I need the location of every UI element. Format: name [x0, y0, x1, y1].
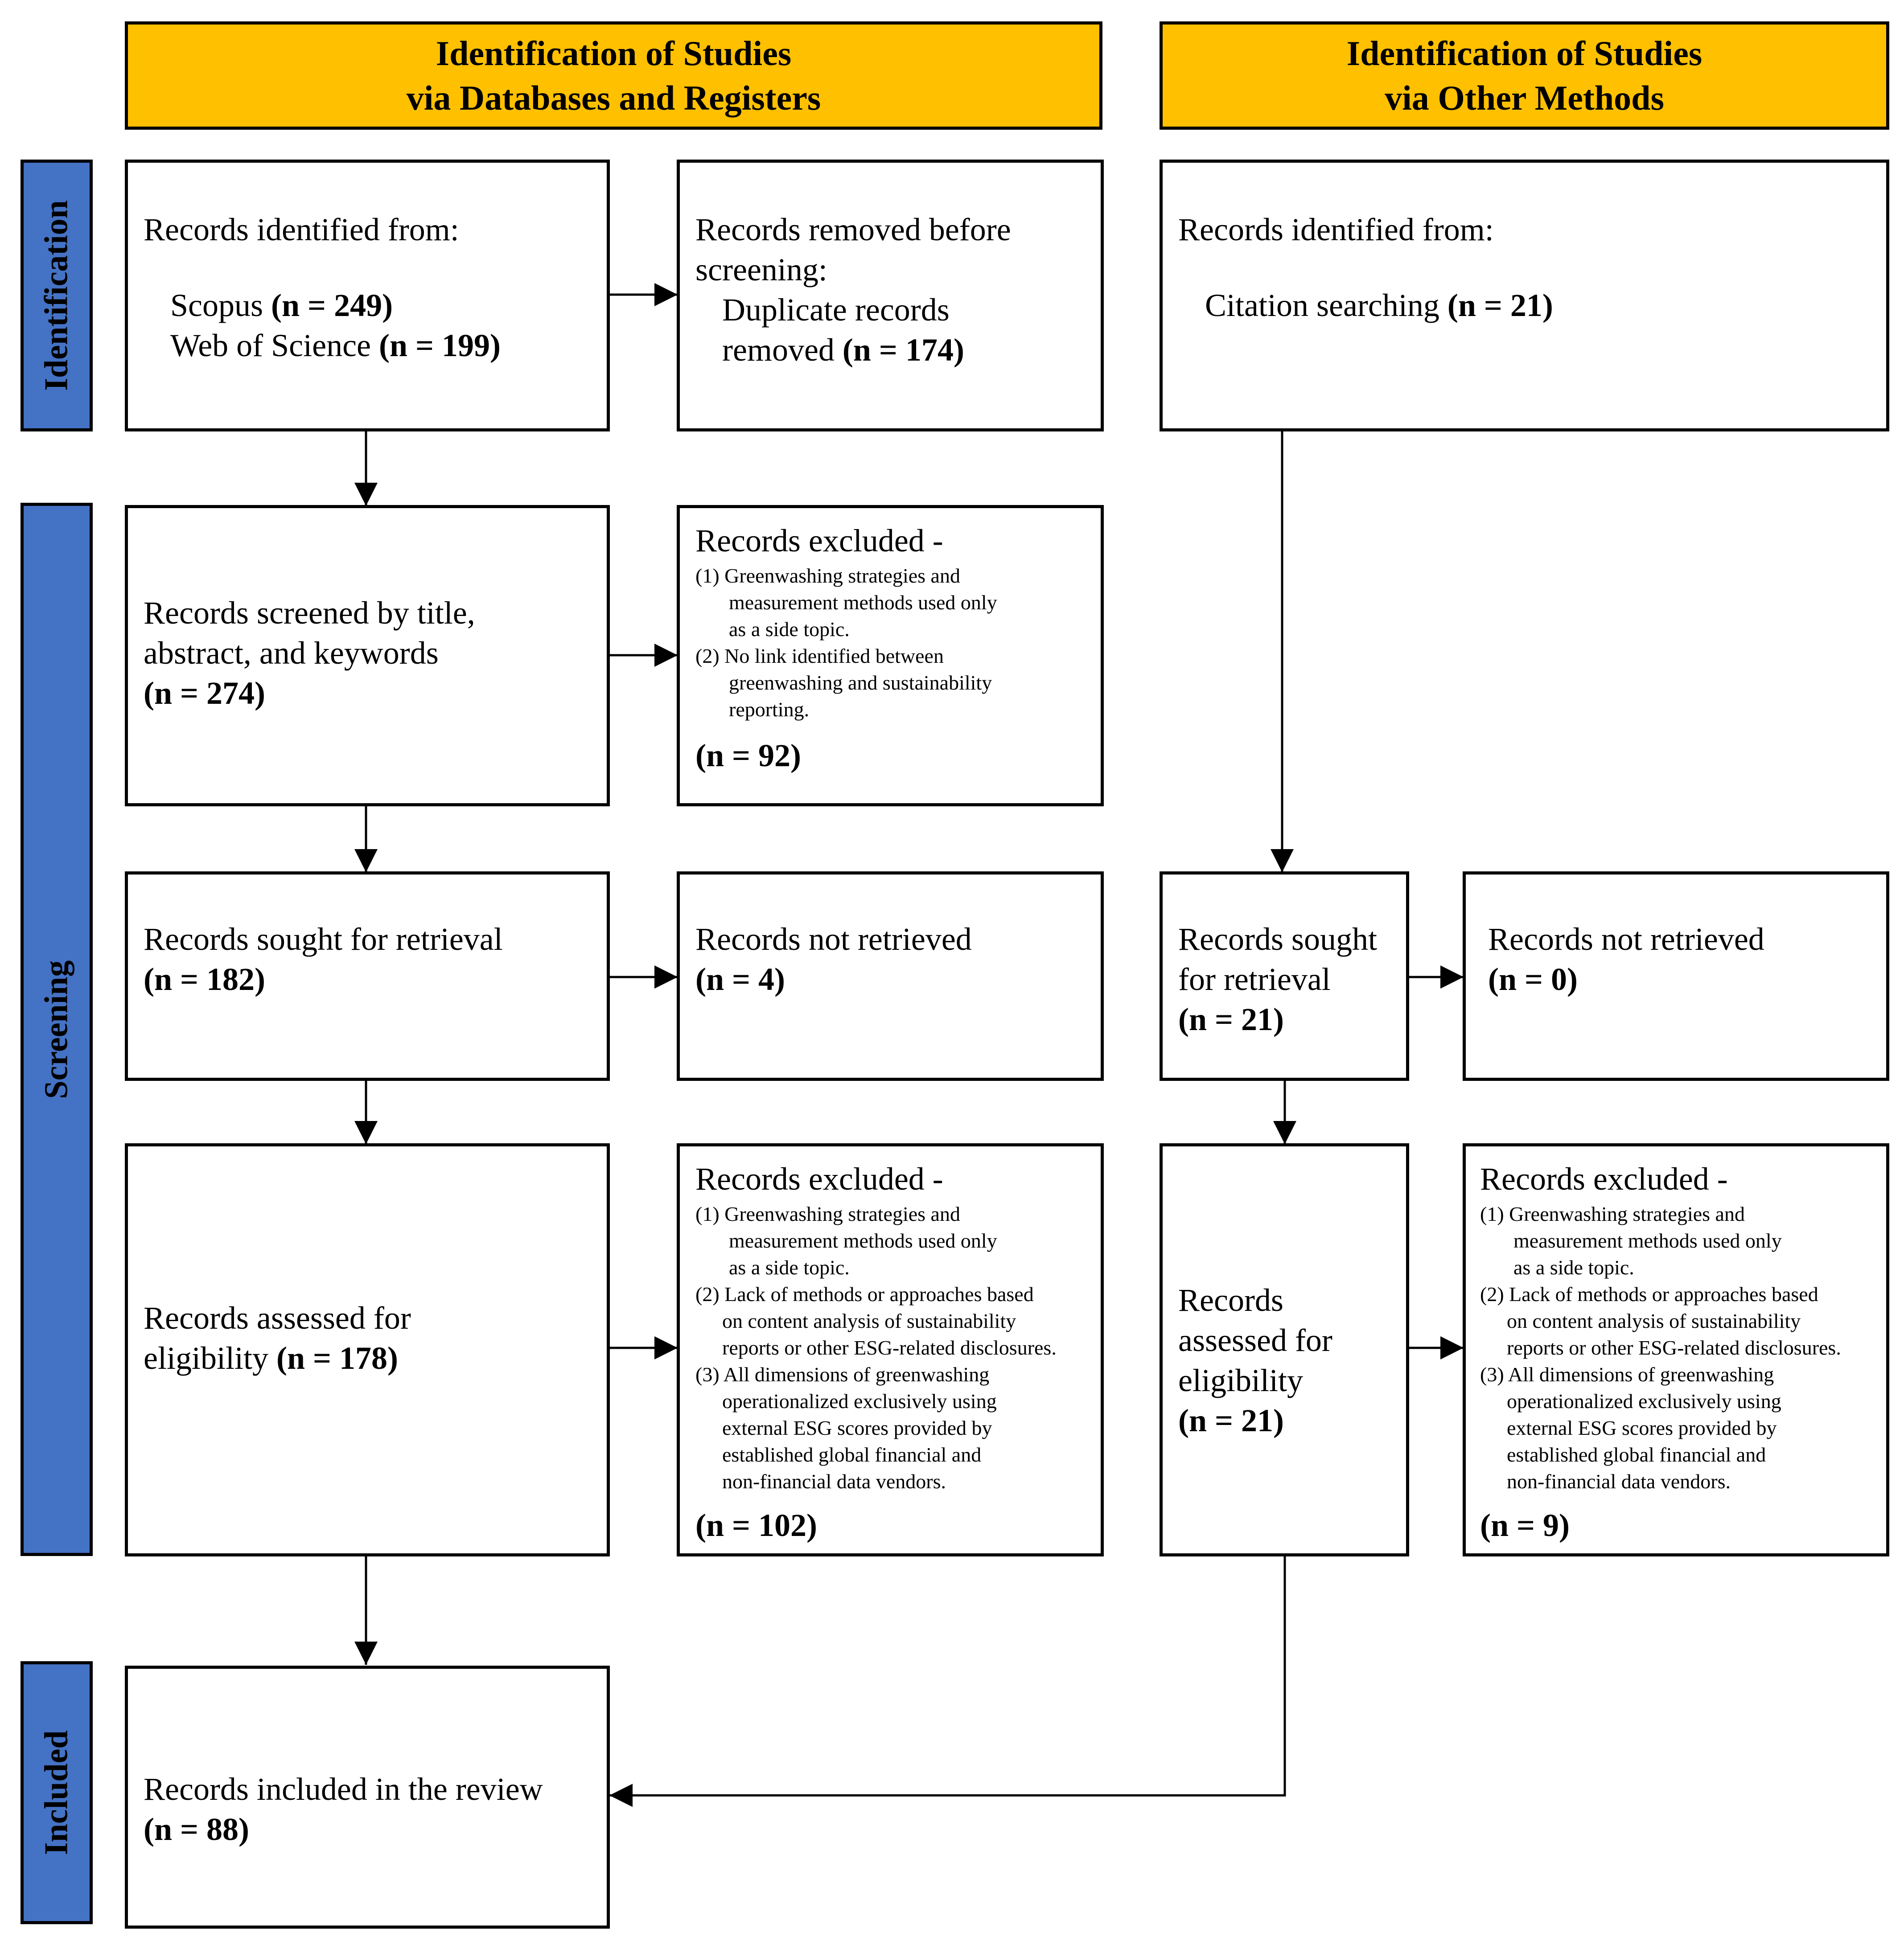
- phase-screening: Screening: [21, 503, 93, 1556]
- db-included-count: (n = 88): [144, 1811, 250, 1847]
- db-scopus-count: (n = 249): [271, 287, 393, 323]
- db-exscreen-count: (n = 92): [695, 738, 802, 773]
- other-exelig-item2-l1: (2) Lack of methods or approaches based: [1480, 1283, 1818, 1306]
- db-exscreen-item1-l3: as a side topic.: [729, 618, 850, 641]
- db-scopus-label: Scopus: [170, 287, 271, 323]
- db-exelig-item2-l3: reports or other ESG-related disclosures…: [722, 1336, 1057, 1359]
- other-exelig-item3-l3: external ESG scores provided by: [1507, 1417, 1777, 1439]
- other-exelig-count: (n = 9): [1480, 1507, 1570, 1543]
- db-exscreen-item1-l2: measurement methods used only: [729, 591, 997, 614]
- db-wos-label: Web of Science: [170, 328, 379, 363]
- db-wos-count: (n = 199): [379, 328, 501, 363]
- db-records-assessed-box: Records assessed for eligibility (n = 17…: [125, 1143, 610, 1556]
- db-identified-heading: Records identified from:: [144, 212, 459, 247]
- db-exscreen-item1-l1: (1) Greenwashing strategies and: [695, 564, 960, 587]
- db-records-included-box: Records included in the review (n = 88): [125, 1666, 610, 1929]
- other-exelig-item3-l5: non-financial data vendors.: [1507, 1470, 1731, 1493]
- db-removed-line4: removed: [722, 332, 843, 368]
- db-sought-line1: Records sought for retrieval: [144, 921, 503, 957]
- db-exelig-item3-l1: (3) All dimensions of greenwashing: [695, 1363, 990, 1386]
- db-exscreen-item2-l1: (2) No link identified between: [695, 645, 944, 667]
- db-included-line1: Records included in the review: [144, 1771, 543, 1807]
- other-identified-heading: Records identified from:: [1178, 212, 1494, 247]
- db-exelig-item1-l3: as a side topic.: [729, 1256, 850, 1279]
- db-exelig-item2-l2: on content analysis of sustainability: [722, 1310, 1016, 1332]
- db-records-sought-box: Records sought for retrieval (n = 182): [125, 871, 610, 1081]
- other-records-assessed-box: Records assessed for eligibility (n = 21…: [1160, 1143, 1409, 1556]
- other-citation-label: Citation searching: [1205, 287, 1448, 323]
- other-assessed-line3: eligibility: [1178, 1363, 1303, 1398]
- db-records-identified-box: Records identified from: Scopus (n = 249…: [125, 160, 610, 431]
- db-assessed-line1: Records assessed for: [144, 1300, 411, 1336]
- other-sought-line2: for retrieval: [1178, 961, 1331, 997]
- db-screened-count: (n = 274): [144, 675, 266, 711]
- other-citation-count: (n = 21): [1447, 287, 1553, 323]
- other-sought-count: (n = 21): [1178, 1002, 1284, 1037]
- other-records-identified-box: Records identified from: Citation search…: [1160, 160, 1889, 431]
- header-other-line1: Identification of Studies: [1346, 33, 1702, 73]
- db-records-excluded-screen-box: Records excluded - (1) Greenwashing stra…: [677, 505, 1104, 806]
- other-records-excluded-elig-box: Records excluded - (1) Greenwashing stra…: [1463, 1143, 1889, 1556]
- db-exelig-item1-l1: (1) Greenwashing strategies and: [695, 1203, 960, 1225]
- other-exelig-item1-l3: as a side topic.: [1513, 1256, 1634, 1279]
- phase-identification: Identification: [21, 160, 93, 431]
- phase-screening-label: Screening: [38, 960, 75, 1099]
- other-exelig-item3-l1: (3) All dimensions of greenwashing: [1480, 1363, 1774, 1386]
- other-exelig-item3-l2: operationalized exclusively using: [1507, 1390, 1781, 1412]
- other-sought-line1: Records sought: [1178, 921, 1377, 957]
- other-exelig-item2-l2: on content analysis of sustainability: [1507, 1310, 1801, 1332]
- db-screened-line1: Records screened by title,: [144, 595, 475, 631]
- db-exelig-item3-l4: established global financial and: [722, 1443, 982, 1466]
- db-exelig-item3-l2: operationalized exclusively using: [722, 1390, 997, 1412]
- db-screened-line2: abstract, and keywords: [144, 635, 439, 671]
- db-records-not-retrieved-box: Records not retrieved (n = 4): [677, 871, 1104, 1081]
- header-databases: Identification of Studies via Databases …: [125, 21, 1102, 130]
- phase-included-label: Included: [38, 1730, 75, 1855]
- db-exscreen-item2-l2: greenwashing and sustainability: [729, 671, 992, 694]
- header-other-line2: via Other Methods: [1385, 78, 1664, 117]
- other-notretrieved-line1: Records not retrieved: [1488, 921, 1764, 957]
- db-exelig-item2-l1: (2) Lack of methods or approaches based: [695, 1283, 1034, 1306]
- other-assessed-line2: assessed for: [1178, 1322, 1332, 1358]
- db-exelig-count: (n = 102): [695, 1507, 818, 1543]
- db-notretrieved-line1: Records not retrieved: [695, 921, 972, 957]
- phase-included: Included: [21, 1661, 93, 1924]
- db-exelig-item3-l3: external ESG scores provided by: [722, 1417, 992, 1439]
- other-assessed-count: (n = 21): [1178, 1403, 1284, 1438]
- db-exscreen-item2-l3: reporting.: [729, 698, 810, 721]
- db-exelig-heading: Records excluded -: [695, 1161, 943, 1197]
- db-removed-count: (n = 174): [842, 332, 964, 368]
- db-assessed-count: (n = 178): [276, 1340, 399, 1376]
- db-removed-line2: screening:: [695, 252, 827, 287]
- arrow-other-assessed-to-included: [609, 1556, 1286, 1807]
- other-records-sought-box: Records sought for retrieval (n = 21): [1160, 871, 1409, 1081]
- header-databases-line1: Identification of Studies: [436, 33, 792, 73]
- phase-identification-label: Identification: [38, 200, 75, 391]
- other-assessed-line1: Records: [1178, 1282, 1283, 1318]
- db-records-excluded-elig-box: Records excluded - (1) Greenwashing stra…: [677, 1143, 1104, 1556]
- other-exelig-item1-l1: (1) Greenwashing strategies and: [1480, 1203, 1745, 1225]
- db-records-screened-box: Records screened by title, abstract, and…: [125, 505, 610, 806]
- db-removed-line1: Records removed before: [695, 212, 1011, 247]
- db-exelig-item3-l5: non-financial data vendors.: [722, 1470, 946, 1493]
- other-notretrieved-count: (n = 0): [1488, 961, 1578, 997]
- db-removed-line3: Duplicate records: [722, 292, 950, 328]
- db-exscreen-heading: Records excluded -: [695, 523, 943, 558]
- header-databases-line2: via Databases and Registers: [406, 78, 821, 117]
- other-exelig-item2-l3: reports or other ESG-related disclosures…: [1507, 1336, 1841, 1359]
- db-assessed-line2: eligibility: [144, 1340, 276, 1376]
- db-sought-count: (n = 182): [144, 961, 266, 997]
- header-other-methods: Identification of Studies via Other Meth…: [1160, 21, 1889, 130]
- other-records-not-retrieved-box: Records not retrieved (n = 0): [1463, 871, 1889, 1081]
- db-notretrieved-count: (n = 4): [695, 961, 785, 997]
- db-exelig-item1-l2: measurement methods used only: [729, 1229, 997, 1252]
- other-exelig-heading: Records excluded -: [1480, 1161, 1728, 1197]
- other-exelig-item1-l2: measurement methods used only: [1513, 1229, 1782, 1252]
- other-exelig-item3-l4: established global financial and: [1507, 1443, 1766, 1466]
- db-records-removed-box: Records removed before screening: Duplic…: [677, 160, 1104, 431]
